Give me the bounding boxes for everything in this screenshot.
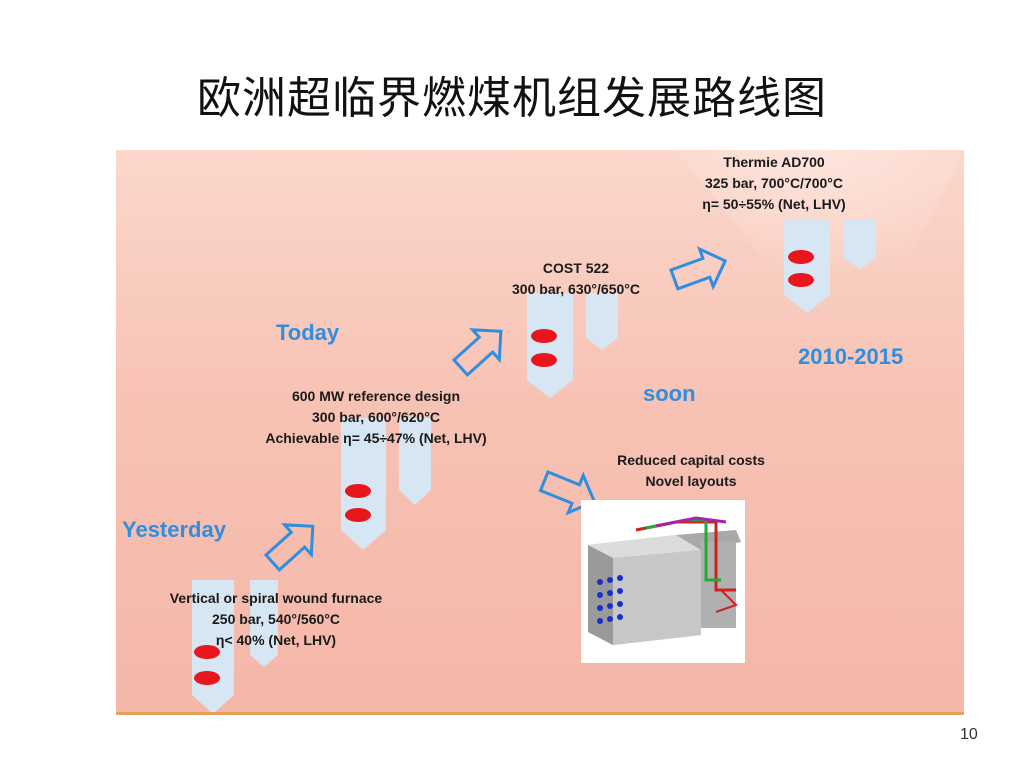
flame-icon (788, 273, 814, 287)
flame-icon (194, 671, 220, 685)
today-spec-line: Achievable η= 45÷47% (Net, LHV) (265, 430, 487, 446)
yesterday-spec-line: 250 bar, 540°/560°C (212, 611, 340, 627)
label-soon: soon (643, 381, 696, 406)
cost522-spec-line: COST 522 (542, 260, 610, 276)
boiler-ad700 (784, 220, 876, 313)
future-spec-line: η= 50÷55% (Net, LHV) (702, 196, 846, 212)
cost522-spec-line: 300 bar, 630°/650°C (512, 281, 640, 297)
yesterday-spec-line: η< 40% (Net, LHV) (215, 632, 337, 648)
boiler-yesterday (192, 580, 278, 714)
flame-icon (345, 484, 371, 498)
arrow-icon (669, 246, 728, 291)
flame-icon (531, 329, 557, 343)
label-future: 2010-2015 (798, 344, 904, 369)
page-number: 10 (960, 726, 978, 743)
roadmap-diagram: Thermie AD700 325 bar, 700°C/700°C η= 50… (116, 150, 964, 714)
flame-icon (788, 250, 814, 264)
flame-icon (345, 508, 371, 522)
future-spec-line: 325 bar, 700°C/700°C (704, 175, 844, 191)
yesterday-spec: Vertical or spiral wound furnace 250 bar… (141, 588, 411, 651)
boiler-cost522 (527, 293, 618, 398)
arrow-icon (263, 523, 315, 572)
flame-icon (531, 353, 557, 367)
label-today: Today (276, 320, 340, 345)
today-spec-line: 600 MW reference design (291, 388, 461, 404)
slide-title: 欧洲超临界燃煤机组发展路线图 (197, 73, 827, 124)
layout-alt-spec: Reduced capital costs Novel layouts (596, 450, 786, 492)
today-spec-line: 300 bar, 600°/620°C (312, 409, 440, 425)
boiler-today (341, 418, 431, 550)
label-yesterday: Yesterday (122, 517, 226, 542)
bottom-divider (116, 712, 964, 715)
cost522-spec: COST 522 300 bar, 630°/650°C (476, 258, 676, 300)
flame-icon (194, 645, 220, 659)
layout-alt-spec-line: Reduced capital costs (617, 452, 765, 468)
future-spec-line: Thermie AD700 (723, 154, 825, 170)
diagram-graphics (192, 150, 964, 714)
today-spec: 600 MW reference design 300 bar, 600°/62… (251, 386, 501, 449)
novel-layout-image (581, 500, 745, 663)
future-spec: Thermie AD700 325 bar, 700°C/700°C η= 50… (674, 152, 874, 215)
arrow-icon (451, 328, 503, 377)
layout-alt-spec-line: Novel layouts (645, 473, 737, 489)
yesterday-spec-line: Vertical or spiral wound furnace (169, 590, 383, 606)
